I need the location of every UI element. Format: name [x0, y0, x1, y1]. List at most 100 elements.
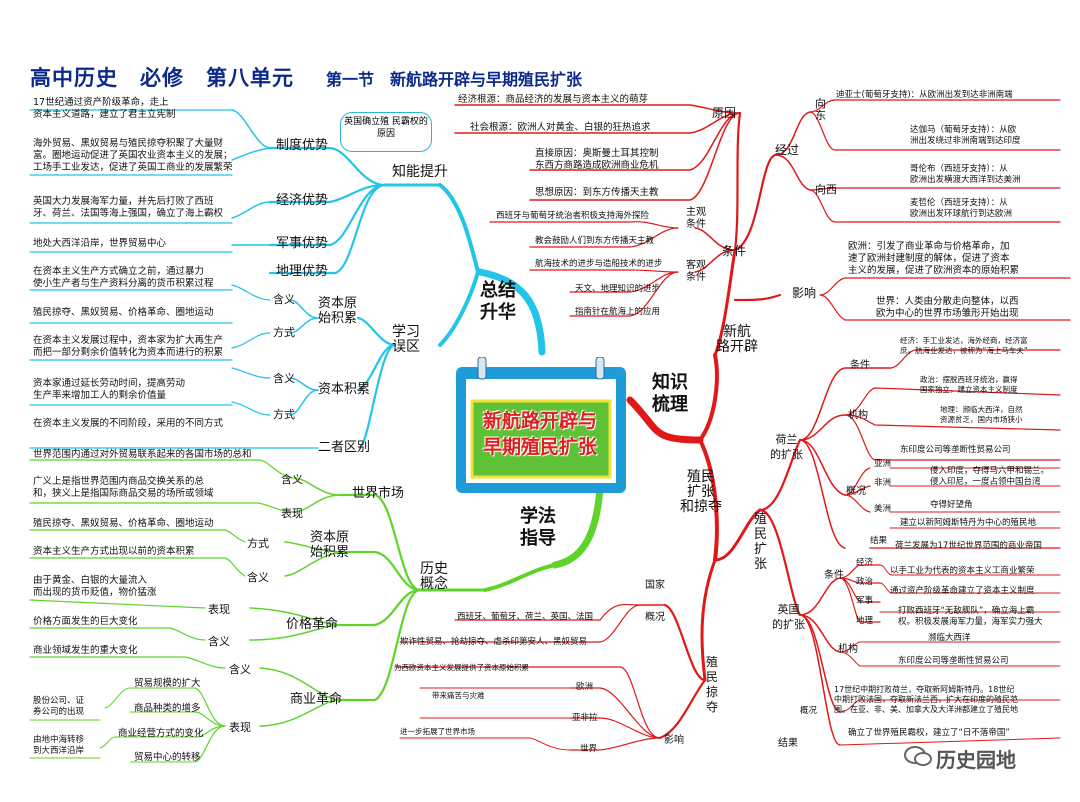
label-sc-hanyi: 含义 [281, 473, 303, 486]
label-ziben-jilei: 资本积累 [318, 382, 371, 397]
label-helan-tiaojian: 条件 [850, 360, 870, 371]
gainian-text-sy-b: 由地中海转移 到大西洋沿岸 [33, 735, 85, 756]
label-zhuguan: 主观 条件 [686, 207, 706, 230]
label-jg-hanyi: 含义 [208, 635, 230, 648]
zhineng-text-jingji: 海外贸易、黑奴贸易与殖民掠夺积聚了大量财 富。圈地运动促进了英国农业资本主义的发… [33, 138, 233, 173]
label-hanghai: 新航 路开辟 [716, 324, 758, 355]
label-africa: 非洲 [874, 478, 892, 488]
gainian-text-ys2: 资本主义生产方式出现以前的资本积累 [33, 546, 195, 557]
label-shichang: 世界市场 [352, 486, 405, 501]
wuqu-text-b1: 在资本主义发展过程中，资本家为扩大再生产 而把一部分剩余价值转化为资本而进行的积… [33, 335, 224, 358]
label-yingguo-tiaojian: 条件 [824, 570, 844, 581]
section-title: 第一节 新航路开辟与早期殖民扩张 [326, 70, 583, 89]
branch-zongjie: 总结 升华 [480, 280, 516, 323]
label-world: 世界 [580, 744, 598, 754]
label-xiangdong: 向 东 [815, 97, 826, 122]
label-helan-gaikuang: 概况 [846, 486, 866, 497]
label-yg-dili: 地理 [856, 616, 874, 626]
label-jiage: 价格革命 [286, 617, 339, 632]
label-america: 美洲 [874, 504, 892, 514]
label-helan-jigou: 机构 [848, 410, 868, 421]
wuqu-text-c: 在资本主义发展的不同阶段，采用的不同方式 [33, 418, 224, 429]
label-zhimin-kuozhang: 殖 民 扩 张 [754, 512, 768, 572]
cond-4: 天文、地理知识的进步 [575, 284, 661, 294]
callout-bubble: 英国确立殖 民霸权的原因 [340, 112, 432, 152]
wechat-icon [904, 746, 932, 766]
label-yg-jingji: 经济 [856, 558, 874, 568]
label-yg-junshi: 军事 [856, 596, 874, 606]
cond-2: 教会鼓励人们到东方传播天主教 [535, 236, 655, 246]
cond-1: 西班牙与葡萄牙统治者积极支持海外探险 [496, 211, 650, 221]
branch-xuexi: 学习 误区 [392, 324, 420, 355]
east-2: 达伽马（葡萄牙支持）：从欧 洲出发绕过非洲南端到达印度 [910, 125, 1021, 146]
gainian-text-sy-c: 贸易规模的扩大 [134, 678, 201, 689]
label-luduo-yingxiang: 影响 [664, 735, 684, 746]
zhineng-text-dili: 地处大西洋沿岸，世界贸易中心 [33, 238, 167, 249]
label-yafeila: 亚非拉 [572, 713, 598, 723]
gainian-text-jg2: 价格方面发生的巨大变化 [33, 616, 138, 627]
luduo-methods: 欺诈性贸易、抢劫掠夺、虐杀印第安人、黑奴贸易 [400, 637, 588, 647]
gainian-text-sy-f: 贸易中心的转移 [134, 752, 201, 763]
label-kuozhang: 殖民 扩张 和掠夺 [680, 469, 722, 515]
green-branch-lines [29, 459, 604, 763]
label-ys-yuanshi: 资本原 始积累 [310, 530, 350, 560]
branch-zhishi: 知识 梳理 [652, 372, 688, 415]
luduo-europe-text: 为西欧资本主义发展提供了资本原始积累 [394, 663, 529, 672]
gainian-text-sy-d: 商品种类的增多 [134, 703, 201, 714]
zhineng-text-junshi: 英国大力发展海军力量，并先后打败了西班 牙、荷兰、法国等海上强国，确立了海上霸权 [33, 196, 224, 219]
reason-3: 直接原因：奥斯曼土耳其控制 东西方商路造成欧洲商业危机 [535, 148, 659, 171]
label-dili: 地理优势 [276, 264, 329, 279]
label-yingguo-jieguo: 结果 [778, 738, 798, 749]
center-title: 新航路开辟与 早期殖民扩张 [482, 410, 597, 458]
reason-4: 思想原因：到东方传播天主教 [535, 187, 659, 198]
label-sy-hanyi: 含义 [229, 663, 251, 676]
label-zhidu: 制度优势 [276, 138, 329, 153]
gainian-text-sy-a: 股份公司、证 券公司的出现 [33, 696, 85, 717]
branch-zhineng: 知能提升 [392, 164, 448, 180]
label-asia: 亚洲 [874, 459, 892, 469]
west-2: 麦哲伦（西班牙支持）：从 欧洲出发环球航行到达欧洲 [910, 198, 1013, 219]
east-1: 迪亚士(葡萄牙支持)：从欧洲出发到达非洲南端 [836, 90, 1013, 100]
calendar-icon [456, 357, 626, 493]
branch-lishi: 历史 概念 [420, 561, 448, 592]
label-ys-fangshi: 方式 [247, 537, 269, 550]
zhineng-text-zhidu: 17世纪通过资产阶级革命，走上 资本主义道路，建立了君主立宪制 [33, 97, 176, 120]
helan-geo: 地理：濒临大西洋，自然 资源贫乏，国内市场狭小 [940, 405, 1023, 424]
label-helan-jieguo: 结果 [870, 536, 888, 546]
label-yingguo-jigou: 机构 [838, 644, 858, 655]
wuqu-text-a1: 在资本主义生产方式确立之前，通过暴力 使小生产者与生产资料分离的货币积累过程 [33, 266, 214, 289]
branch-xuefa: 学法 指导 [520, 506, 556, 549]
yingguo-result: 确立了世界殖民霸权，建立了“日不落帝国” [848, 728, 1010, 738]
label-erzhe: 二者区别 [318, 440, 371, 455]
label-luduo-gaikuang: 概况 [645, 612, 665, 623]
helan-asia: 侵入印度，夺得马六甲和锡兰。 侵入印尼，一度占领中国台湾 [930, 466, 1050, 487]
yingguo-econ: 以手工业为代表的资本主义工商业繁荣 [890, 566, 1035, 576]
label-tiaojian: 条件 [722, 244, 747, 258]
label-yingguo-gaikuang: 概况 [800, 706, 818, 716]
red-branch-lines [394, 99, 1071, 751]
impact-europe: 欧洲：引发了商业革命与价格革命，加 速了欧洲封建制度的解体，促进了资本 主义的发… [848, 241, 1020, 276]
west-1: 哥伦布（西班牙支持）：从 欧洲出发横渡大西洋到达美洲 [910, 164, 1021, 185]
label-yg-zhengzhi: 政治 [856, 577, 874, 587]
helan-company: 东印度公司等垄断性贸易公司 [900, 445, 1011, 455]
label-fangshi-2: 方式 [273, 408, 295, 421]
label-yuanyin: 原因 [712, 106, 737, 120]
label-luduo: 殖 民 掠 夺 [706, 655, 719, 714]
label-yingguo: 英国 的扩张 [772, 603, 805, 631]
gainian-text-ys1: 殖民掠夺、黑奴贸易、价格革命、圈地运动 [33, 518, 214, 529]
impact-world: 世界：人类由分散走向整体，以西 欧为中心的世界市场雏形开始出现 [876, 296, 1019, 319]
helan-politics: 政治：摆脱西班牙统治，赢得 国家独立，建立资本主义制度 [920, 375, 1018, 394]
label-helan: 荷兰 的扩张 [770, 433, 803, 461]
yingguo-overview: 17世纪中期打败荷兰，夺取新阿姆斯特丹。18世纪 中期打败法国，夺取新法兰西，扩… [834, 685, 1018, 714]
yingguo-geo: 濒临大西洋 [928, 633, 971, 643]
cond-5: 指南针在航海上的应用 [575, 307, 661, 317]
gainian-text-sy-e: 商业经营方式的变化 [118, 728, 204, 739]
label-hanyi-2: 含义 [273, 372, 295, 385]
label-shangye: 商业革命 [290, 692, 343, 707]
cond-3: 航海技术的进步与造船技术的进步 [535, 259, 663, 269]
label-xiangxi: 向西 [815, 183, 837, 196]
helan-result: 荷兰发展为17世纪世界范围的商业帝国 [895, 541, 1042, 551]
label-jg-biaoxian: 表现 [208, 603, 230, 616]
luduo-countries: 西班牙、葡萄牙、荷兰、英国、法国 [457, 612, 594, 622]
gainian-text-jg1: 由于黄金、白银的大量流入 而出现的货币贬值，物价猛涨 [33, 575, 157, 598]
